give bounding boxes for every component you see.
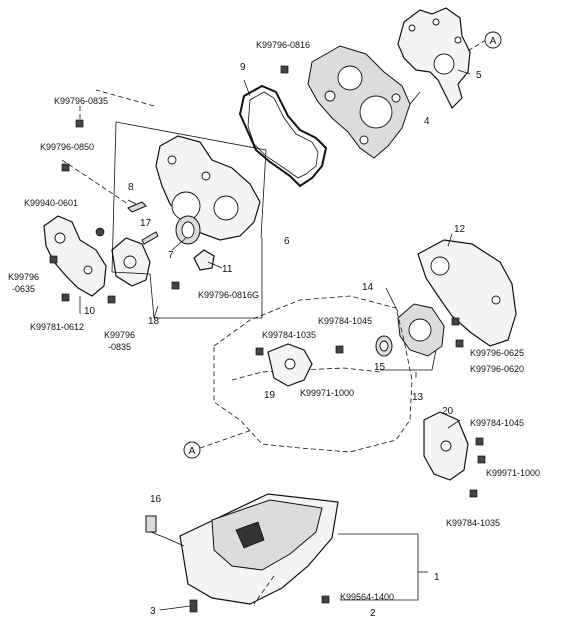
- label-k99971-1000-right: K99971-1000: [486, 468, 540, 478]
- marker-a-bottom: A: [183, 441, 201, 459]
- callout-14: 14: [362, 282, 374, 293]
- engine-block-outline: [213, 295, 413, 453]
- part-number-labels: K99796-0816 K99796-0835 K99796-0850 K999…: [8, 40, 540, 602]
- callout-11: 11: [222, 264, 233, 275]
- marker-a-bottom-text: A: [189, 446, 196, 457]
- callout-19: 19: [264, 390, 276, 401]
- callout-20: 20: [442, 406, 454, 417]
- label-k99796-0635-line1: K99796: [8, 272, 39, 282]
- callout-numbers: 1 2 3 4 5 6 7 8 9 10 11 12 13 14 15 16 1…: [84, 62, 482, 619]
- label-k99940-0601: K99940-0601: [24, 198, 78, 208]
- label-k99796-0625: K99796-0625: [470, 348, 524, 358]
- part-16-sensor: [145, 515, 185, 547]
- callout-9: 9: [240, 62, 246, 73]
- part-1-oil-pan: [179, 493, 339, 605]
- label-k99796-0816g: K99796-0816G: [198, 290, 259, 300]
- label-k99784-1035-mid: K99784-1035: [262, 330, 316, 340]
- part-6-front-cover: [155, 135, 261, 241]
- marker-a-top: A: [484, 31, 502, 49]
- bolts: [49, 65, 486, 613]
- part-11-clip: [193, 249, 215, 271]
- label-k99781-0612: K99781-0612: [30, 322, 84, 332]
- callout-10: 10: [84, 306, 96, 317]
- label-k99796-0850: K99796-0850: [40, 142, 94, 152]
- marker-a-top-text: A: [490, 36, 497, 47]
- part-15-oil-seal: [375, 335, 393, 357]
- callout-2: 2: [370, 608, 376, 619]
- callout-6: 6: [284, 236, 290, 247]
- part-9-gasket: [238, 84, 328, 188]
- callout-18: 18: [148, 316, 160, 327]
- part-4-timing-cover: [307, 45, 411, 159]
- part-17-dowel: [141, 231, 159, 245]
- callout-4: 4: [424, 116, 430, 127]
- part-10-bracket: [43, 215, 107, 297]
- callout-5: 5: [476, 70, 482, 81]
- leader-lines: [61, 39, 487, 611]
- label-k99796-0835-line2: -0835: [108, 342, 131, 352]
- callout-15: 15: [374, 362, 386, 373]
- label-k99971-1000-mid: K99971-1000: [300, 388, 354, 398]
- label-k99796-0816: K99796-0816: [256, 40, 310, 50]
- callout-8: 8: [128, 182, 134, 193]
- callout-17: 17: [140, 218, 152, 229]
- label-k99796-0835-line1: K99796: [104, 330, 135, 340]
- part-7-seal: [175, 215, 201, 245]
- callout-7: 7: [168, 250, 174, 261]
- part-19-bracket: [267, 343, 313, 387]
- label-k99796-0835-top: K99796-0835: [54, 96, 108, 106]
- label-k99564-1400: K99564-1400: [340, 592, 394, 602]
- part-18-plate: [111, 237, 151, 287]
- callout-13: 13: [412, 392, 424, 403]
- part-14-seal-housing: [397, 303, 445, 357]
- label-k99784-1045-mid: K99784-1045: [318, 316, 372, 326]
- label-k99784-1035-right: K99784-1035: [446, 518, 500, 528]
- label-k99796-0620: K99796-0620: [470, 364, 524, 374]
- callout-16: 16: [150, 494, 162, 505]
- label-k99796-0635-line2: -0635: [12, 284, 35, 294]
- part-8-pin: [127, 201, 147, 213]
- label-k99784-1045-right: K99784-1045: [470, 418, 524, 428]
- part-20-bracket: [423, 411, 469, 481]
- callout-3: 3: [150, 606, 156, 617]
- part-12-rear-plate: [417, 239, 517, 347]
- callout-12: 12: [454, 224, 466, 235]
- part-5-gasket: [397, 7, 471, 110]
- callout-1: 1: [434, 572, 440, 583]
